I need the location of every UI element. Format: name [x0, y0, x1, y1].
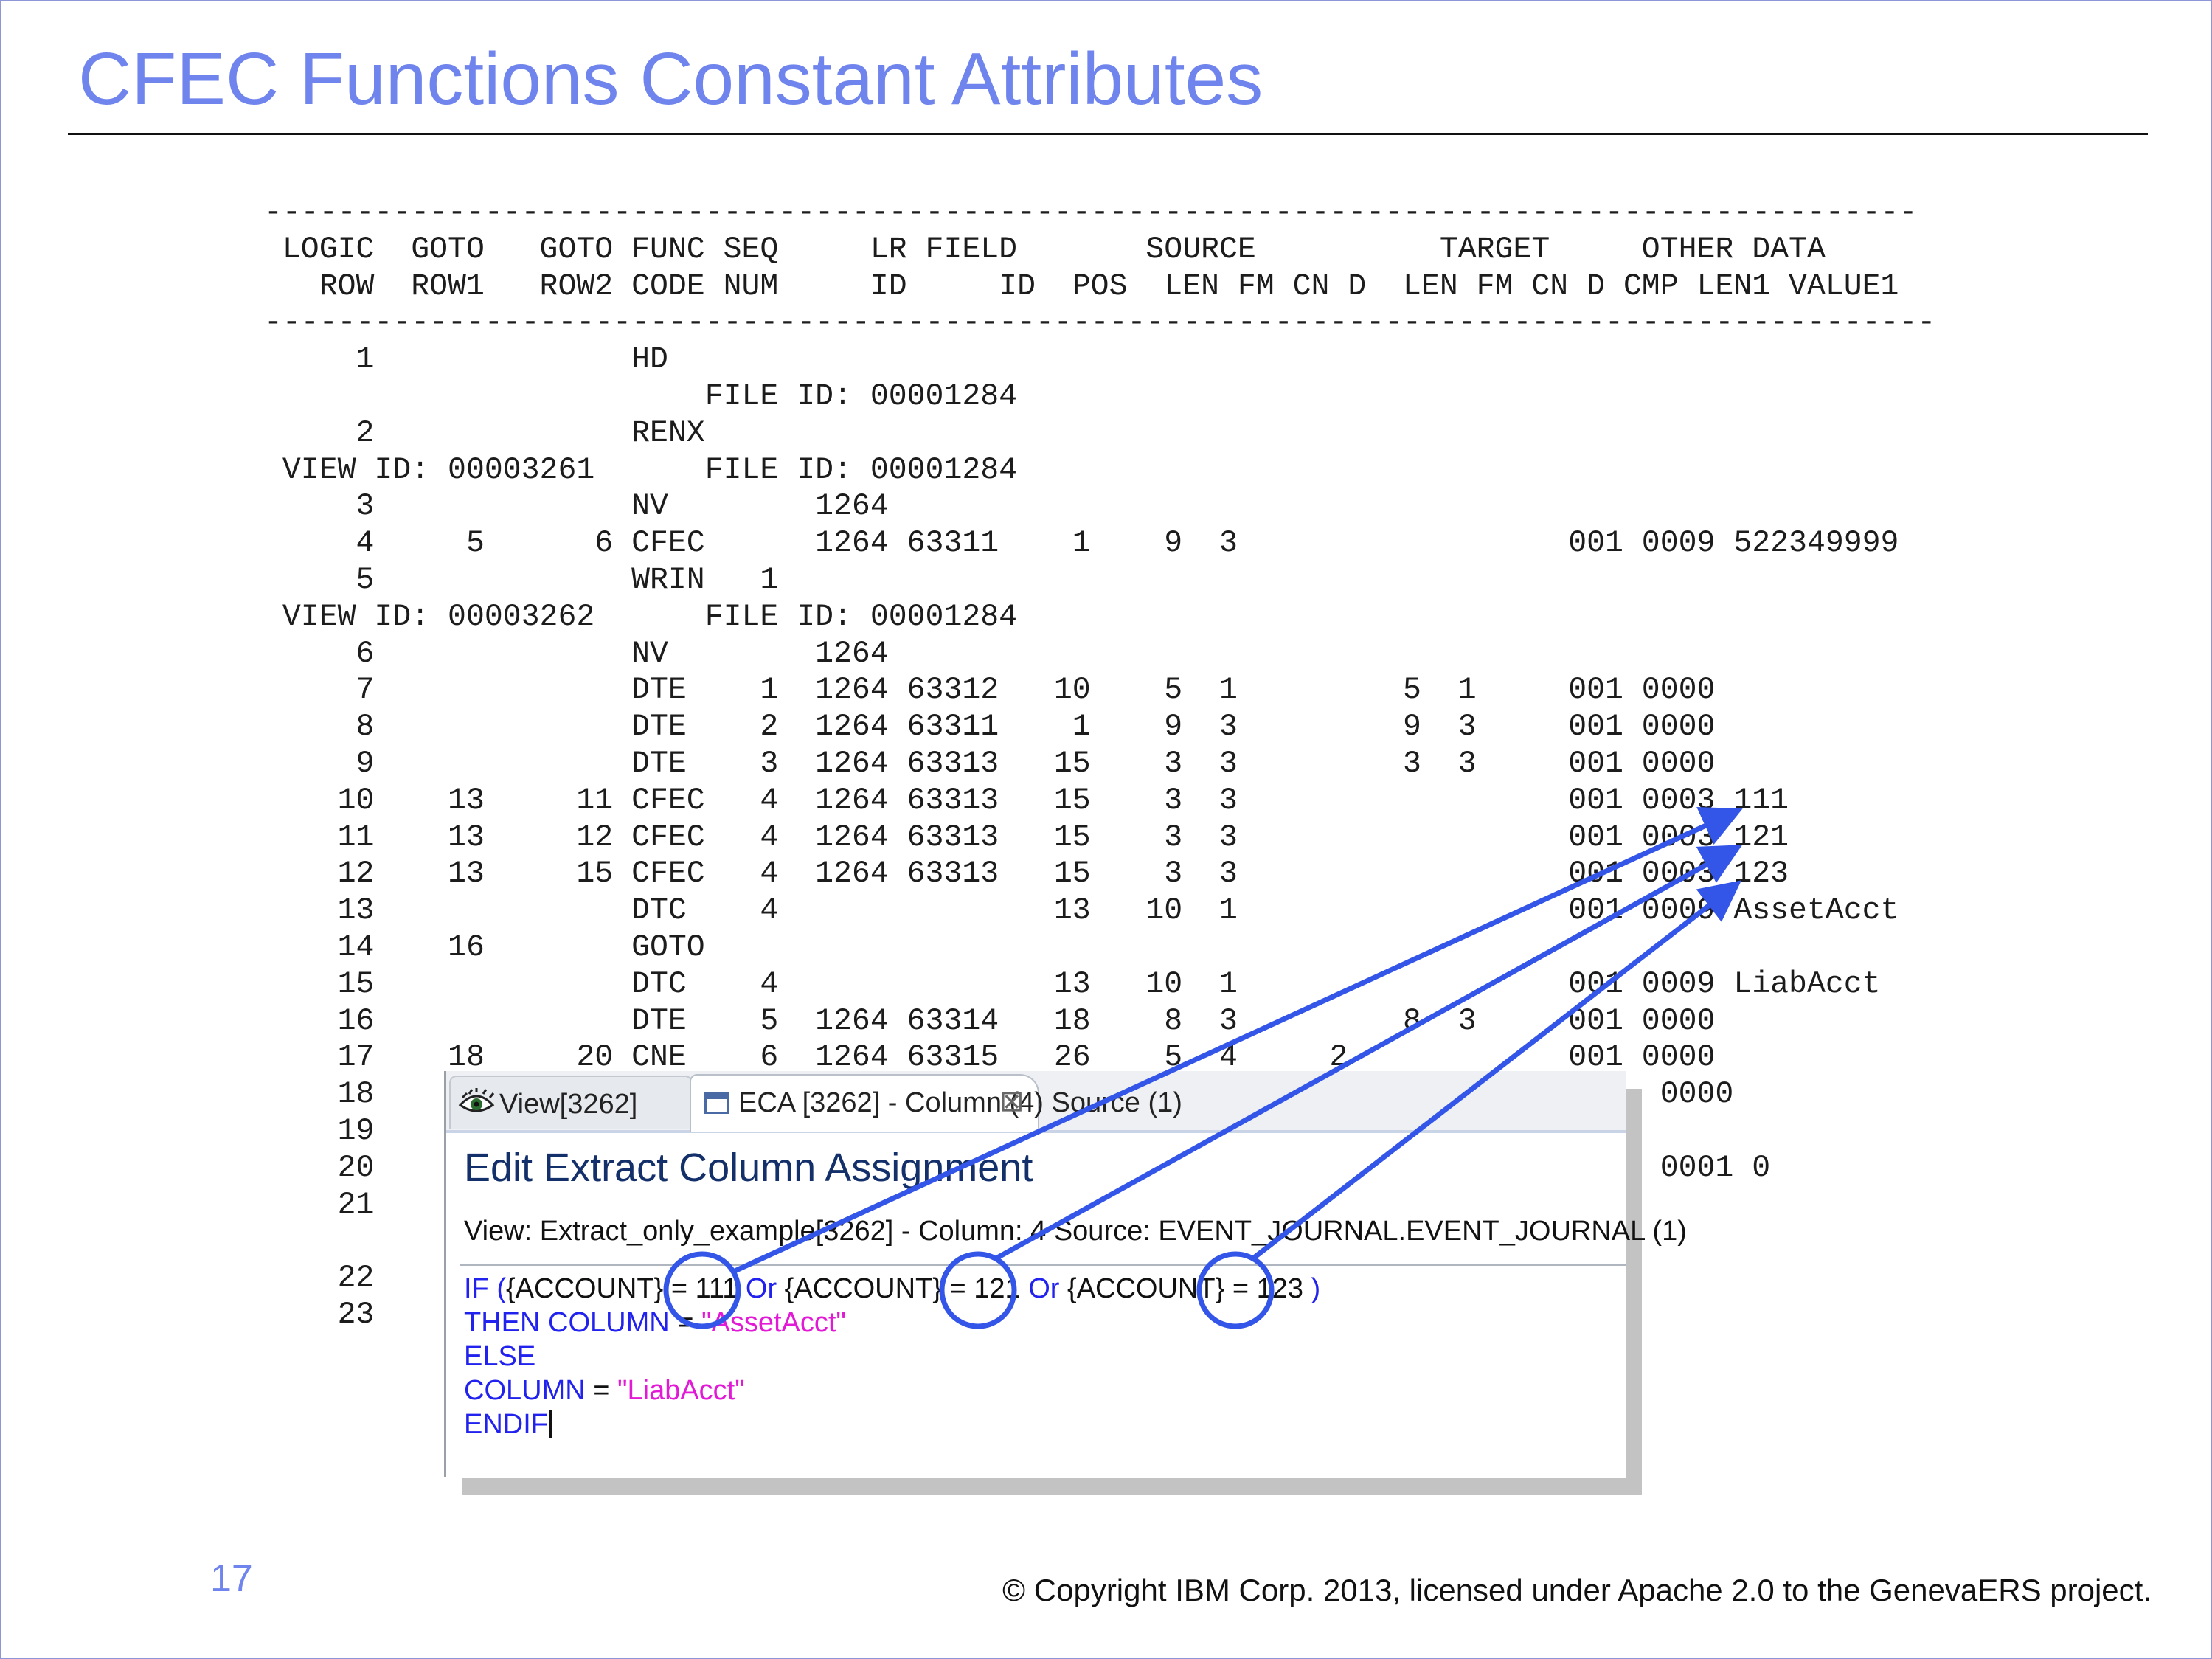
if-keyword: IF (: [464, 1273, 506, 1304]
account-field: {ACCOUNT}: [1067, 1273, 1225, 1304]
title-divider: [68, 133, 2148, 135]
close-paren: ): [1303, 1273, 1321, 1304]
or-keyword: Or: [738, 1273, 785, 1304]
editor-icon: [704, 1092, 729, 1114]
slide-title: CFEC Functions Constant Attributes: [78, 38, 1263, 120]
value-111: 111: [695, 1273, 738, 1304]
equals-operator: =: [663, 1273, 696, 1304]
endif-keyword: ENDIF: [464, 1409, 548, 1440]
tab-strip: View[3262] ECA [3262] - Column (4) Sourc…: [446, 1071, 1626, 1133]
view-column-source-line: View: Extract_only_example[3262] - Colum…: [464, 1216, 1687, 1247]
eca-editor-window: View[3262] ECA [3262] - Column (4) Sourc…: [444, 1071, 1687, 1495]
or-keyword: Or: [1020, 1273, 1067, 1304]
equals-operator: =: [1224, 1273, 1257, 1304]
code-line-endif: ENDIF: [464, 1407, 552, 1441]
tab-view-label: View[3262]: [499, 1089, 638, 1120]
then-column-keyword: THEN COLUMN: [464, 1307, 670, 1338]
equals-operator: =: [669, 1307, 701, 1338]
else-keyword: ELSE: [464, 1341, 536, 1372]
account-field: {ACCOUNT}: [784, 1273, 942, 1304]
page-number: 17: [210, 1557, 253, 1600]
equals-operator: =: [941, 1273, 974, 1304]
close-icon[interactable]: ⊠: [999, 1085, 1024, 1118]
column-keyword: COLUMN: [464, 1375, 586, 1406]
text-cursor: [549, 1410, 552, 1438]
editor-heading: Edit Extract Column Assignment: [464, 1146, 1033, 1190]
tab-eca-label: ECA [3262] - Column (4) Source (1): [738, 1087, 1182, 1118]
account-field: {ACCOUNT}: [505, 1273, 664, 1304]
value-123: 123: [1256, 1273, 1303, 1304]
code-line-column: COLUMN = "LiabAcct": [464, 1374, 745, 1407]
liab-acct-string: "LiabAcct": [617, 1375, 745, 1406]
asset-acct-string: "AssetAcct": [701, 1307, 846, 1338]
code-line-then: THEN COLUMN = "AssetAcct": [464, 1306, 846, 1340]
equals-operator: =: [585, 1375, 617, 1406]
code-line-if: IF ({ACCOUNT} = 111 Or {ACCOUNT} = 121 O…: [464, 1272, 1320, 1306]
tab-view-3262[interactable]: View[3262]: [449, 1076, 693, 1129]
tab-eca-editor[interactable]: ECA [3262] - Column (4) Source (1) ⊠: [690, 1074, 1182, 1132]
code-line-else: ELSE: [464, 1340, 535, 1374]
value-121: 121: [974, 1273, 1021, 1304]
eca-editor-frame: View[3262] ECA [3262] - Column (4) Sourc…: [444, 1071, 1687, 1478]
copyright-notice: © Copyright IBM Corp. 2013, licensed und…: [1002, 1573, 2152, 1607]
eye-icon: [458, 1088, 495, 1112]
logic-text-editor[interactable]: IF ({ACCOUNT} = 111 Or {ACCOUNT} = 121 O…: [460, 1264, 1626, 1478]
